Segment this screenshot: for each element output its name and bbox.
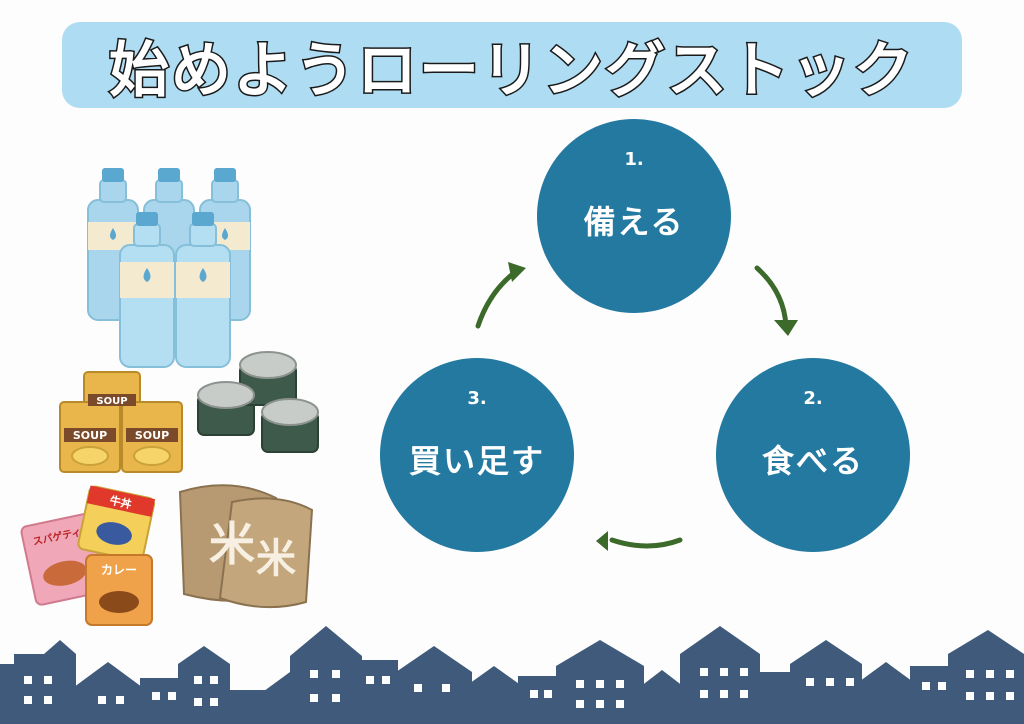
arrowhead-3-to-1 — [508, 262, 526, 282]
cup-soup-label: SOUP — [96, 396, 127, 407]
cycle-step-restock: 3. 買い足す — [380, 358, 574, 552]
cycle-step-eat: 2. 食べる — [716, 358, 910, 552]
step-number: 1. — [624, 149, 644, 170]
cup-soup-illustration: SOUP SOUP SOUP — [59, 371, 183, 473]
city-skyline-illustration — [0, 626, 1024, 724]
step-label: 買い足す — [408, 442, 545, 480]
title-banner — [62, 22, 962, 108]
rice-bag-glyph: 米 — [256, 536, 296, 582]
arrow-2-to-3 — [609, 537, 683, 549]
water-bottles-illustration — [87, 168, 251, 368]
step-label: 備える — [583, 203, 685, 241]
pouch-label-curry: カレー — [101, 563, 137, 577]
arrow-1-to-2 — [754, 265, 789, 329]
rice-bag-illustration: 米 米 — [178, 484, 314, 609]
cup-soup-label: SOUP — [135, 429, 169, 442]
cup-soup-label: SOUP — [73, 429, 107, 442]
step-number: 3. — [467, 388, 487, 409]
canned-food-illustration — [197, 351, 319, 453]
pouch-label-gyudon: 牛丼 — [109, 493, 133, 511]
retort-pouch-illustration: スパゲティ 牛丼 カレー — [20, 485, 156, 626]
step-label: 食べる — [761, 442, 864, 480]
step-number: 2. — [803, 388, 823, 409]
page-title: 始めようローリングストック — [108, 34, 915, 107]
arrowhead-2-to-3 — [596, 531, 608, 551]
cycle-step-prepare: 1. 備える — [537, 119, 731, 313]
rice-bag-glyph: 米 — [209, 517, 255, 571]
arrowhead-1-to-2 — [774, 320, 798, 336]
